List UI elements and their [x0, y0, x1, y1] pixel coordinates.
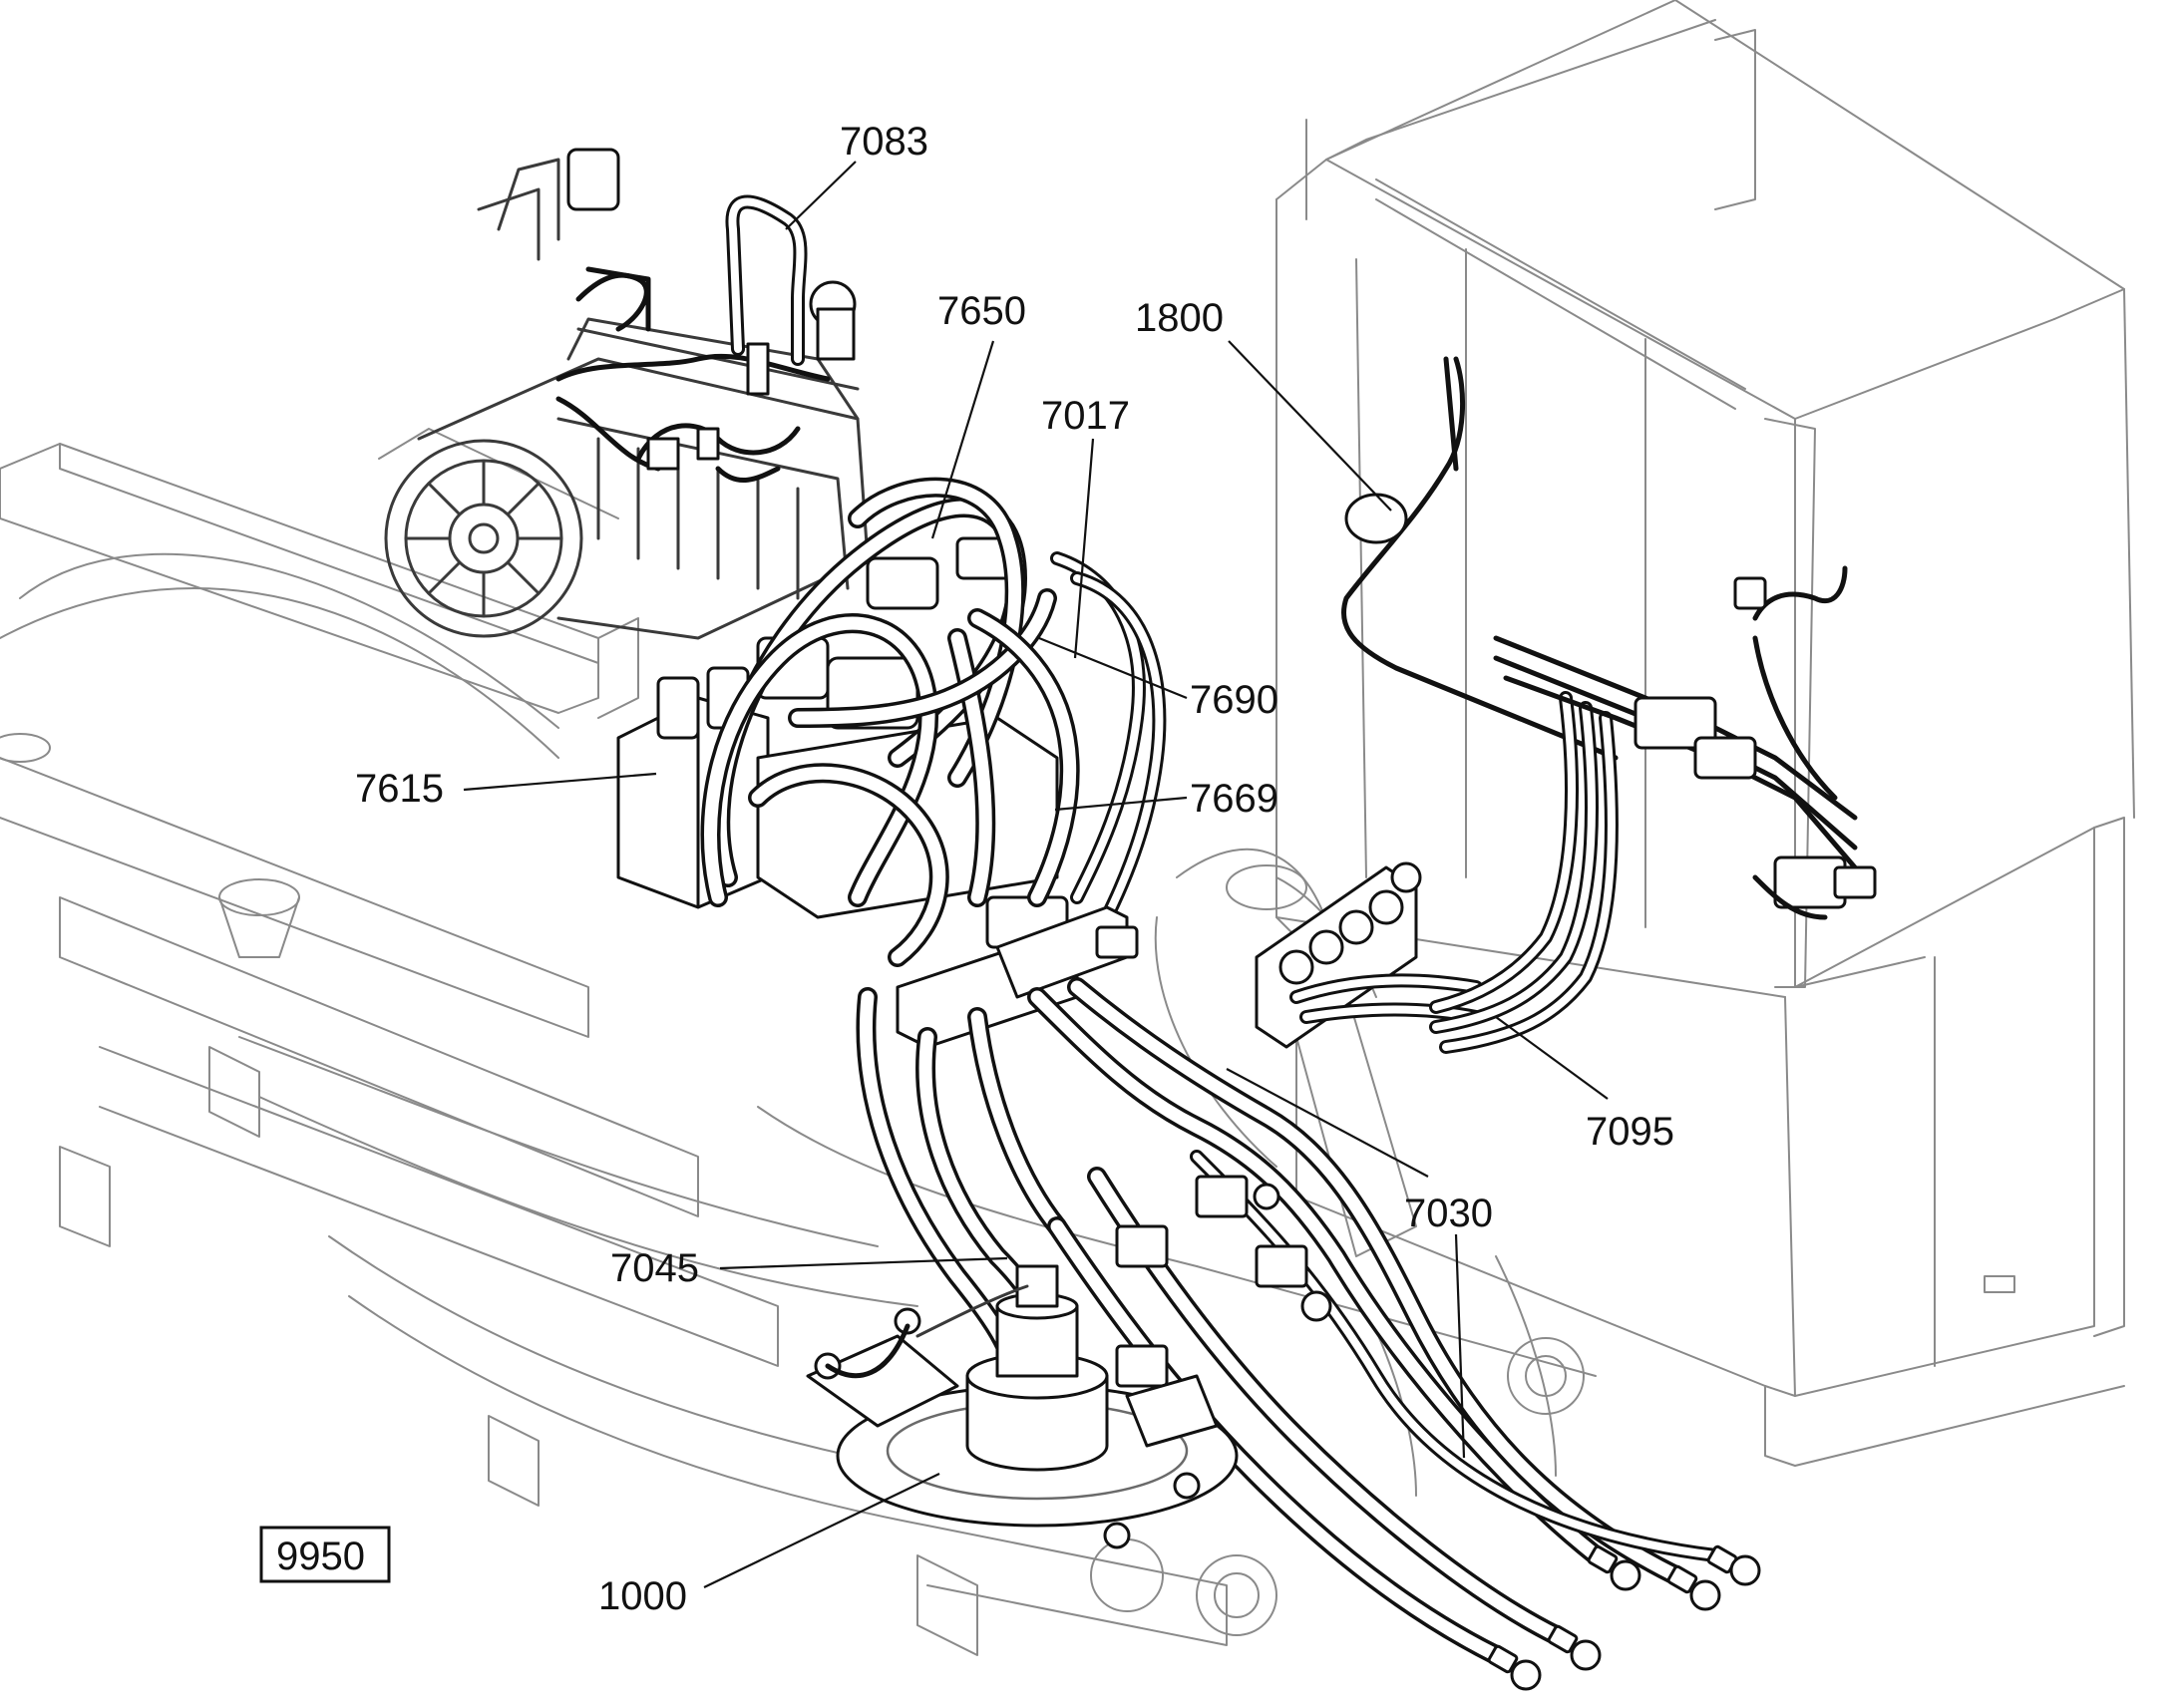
cab-harness-7095	[1340, 356, 1877, 1054]
leader-7690	[1038, 636, 1188, 700]
leader-1800	[1228, 340, 1392, 512]
callout-7095: 7095	[1586, 1110, 1674, 1154]
leader-7095	[1495, 1016, 1609, 1100]
hose-bundle-lower	[856, 977, 1722, 1665]
leader-7669	[1054, 796, 1188, 812]
leader-7650	[930, 340, 995, 539]
callout-7669: 7669	[1190, 777, 1278, 821]
hose-fittings	[1115, 1175, 1761, 1691]
reference-box-frame	[259, 1526, 391, 1583]
hose-bundle-upper	[700, 477, 1167, 967]
callout-1800: 1800	[1135, 296, 1224, 340]
engine-block	[384, 148, 870, 640]
reference-box: 9950	[259, 1526, 391, 1583]
leader-7083	[785, 161, 857, 230]
valve-block	[616, 536, 1069, 949]
callout-7690: 7690	[1190, 678, 1278, 722]
pipe-loop-7083	[725, 194, 808, 366]
leader-1000	[703, 1473, 940, 1588]
callout-7030: 7030	[1404, 1192, 1493, 1235]
callout-7083: 7083	[840, 120, 928, 164]
callout-7045: 7045	[610, 1246, 699, 1290]
callout-leaders	[463, 161, 1609, 1588]
chassis-frame	[0, 428, 1597, 1656]
reference-box-label: 9950	[276, 1535, 365, 1578]
leader-7615	[463, 772, 657, 792]
operator-cab	[1275, 0, 2135, 1467]
leader-7030-a	[1226, 1068, 1429, 1178]
leader-7045	[719, 1256, 1008, 1270]
swivel-joint-1000	[806, 1264, 1239, 1549]
leader-7017	[1073, 438, 1095, 659]
boom-coupling-block	[1255, 861, 1483, 1049]
leader-7030-b	[1454, 1233, 1466, 1459]
callout-labels: 7083 7650 1800 7017 7690 7615 7669 7095 …	[355, 120, 1674, 1618]
callout-7615: 7615	[355, 767, 444, 811]
callout-7017: 7017	[1041, 394, 1130, 438]
callout-1000: 1000	[598, 1574, 687, 1618]
callout-7650: 7650	[937, 289, 1026, 333]
